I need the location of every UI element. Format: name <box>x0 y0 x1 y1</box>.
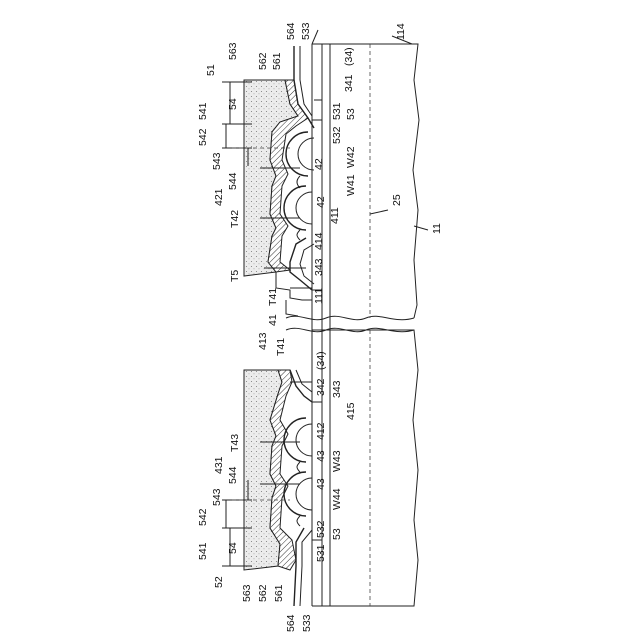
substrate-11 <box>286 44 419 606</box>
label-542-top: 542 <box>197 128 209 146</box>
label-544-bottom: 544 <box>227 466 239 484</box>
label-561-top: 561 <box>271 52 283 70</box>
label-54-bottom: 54 <box>227 542 239 554</box>
label-533-top: 533 <box>300 22 312 40</box>
label-563-bottom: 563 <box>241 584 253 602</box>
label-544-top: 544 <box>227 172 239 190</box>
label-563-top: 563 <box>227 42 239 60</box>
label-541-top: 541 <box>197 102 209 120</box>
upper-device-51 <box>244 46 322 316</box>
label-34-bottom: (34) <box>315 351 327 370</box>
label-543-bottom: 543 <box>211 488 223 506</box>
label-T42: T42 <box>229 210 241 228</box>
label-413: 413 <box>257 332 269 350</box>
label-532-top: 532 <box>331 126 343 144</box>
label-531-bottom: 531 <box>315 544 327 562</box>
label-564-top: 564 <box>285 22 297 40</box>
label-34-top: (34) <box>343 47 355 66</box>
label-533-bottom: 533 <box>301 614 313 632</box>
label-T41-top: T41 <box>267 288 279 306</box>
label-52: 52 <box>213 576 225 588</box>
label-531-top: 531 <box>331 102 343 120</box>
label-43-a: 43 <box>315 450 327 462</box>
label-25: 25 <box>391 194 403 206</box>
label-341: 341 <box>343 74 355 92</box>
label-541-bottom: 541 <box>197 542 209 560</box>
label-561-bottom: 561 <box>273 584 285 602</box>
label-T41-bottom: T41 <box>275 338 287 356</box>
label-414: 414 <box>313 232 325 250</box>
label-43-b: 43 <box>315 478 327 490</box>
label-42-a: 42 <box>313 158 325 170</box>
label-562-bottom: 562 <box>257 584 269 602</box>
label-42-b: 42 <box>315 196 327 208</box>
label-343: 343 <box>313 258 325 276</box>
label-532-bottom: 532 <box>315 520 327 538</box>
label-53-bottom: 53 <box>331 528 343 540</box>
label-54-top: 54 <box>227 98 239 110</box>
label-543-top: 543 <box>211 152 223 170</box>
label-T5: T5 <box>229 270 241 282</box>
label-51: 51 <box>205 64 217 76</box>
label-542-bottom: 542 <box>197 508 209 526</box>
label-343-bottom: 343 <box>331 380 343 398</box>
label-415: 415 <box>345 402 357 420</box>
label-111: 111 <box>313 288 325 304</box>
label-421: 421 <box>213 188 225 206</box>
label-342: 342 <box>315 378 327 396</box>
label-411: 411 <box>329 207 341 224</box>
label-W44: W44 <box>331 488 343 510</box>
label-T43: T43 <box>229 434 241 452</box>
label-53-top: 53 <box>345 108 357 120</box>
label-41: 41 <box>267 314 279 326</box>
label-W41: W41 <box>345 174 357 196</box>
label-564-bottom: 564 <box>285 614 297 632</box>
labels-upper: 563 564 533 114 51 562 561 341 (34) 531 … <box>197 22 443 326</box>
label-W42: W42 <box>345 146 357 168</box>
label-W43: W43 <box>331 450 343 472</box>
lower-device-52 <box>244 370 322 606</box>
label-11: 11 <box>431 223 443 234</box>
label-431: 431 <box>213 456 225 474</box>
label-412: 412 <box>315 422 327 440</box>
label-114: 114 <box>395 23 407 40</box>
label-562-top: 562 <box>257 52 269 70</box>
